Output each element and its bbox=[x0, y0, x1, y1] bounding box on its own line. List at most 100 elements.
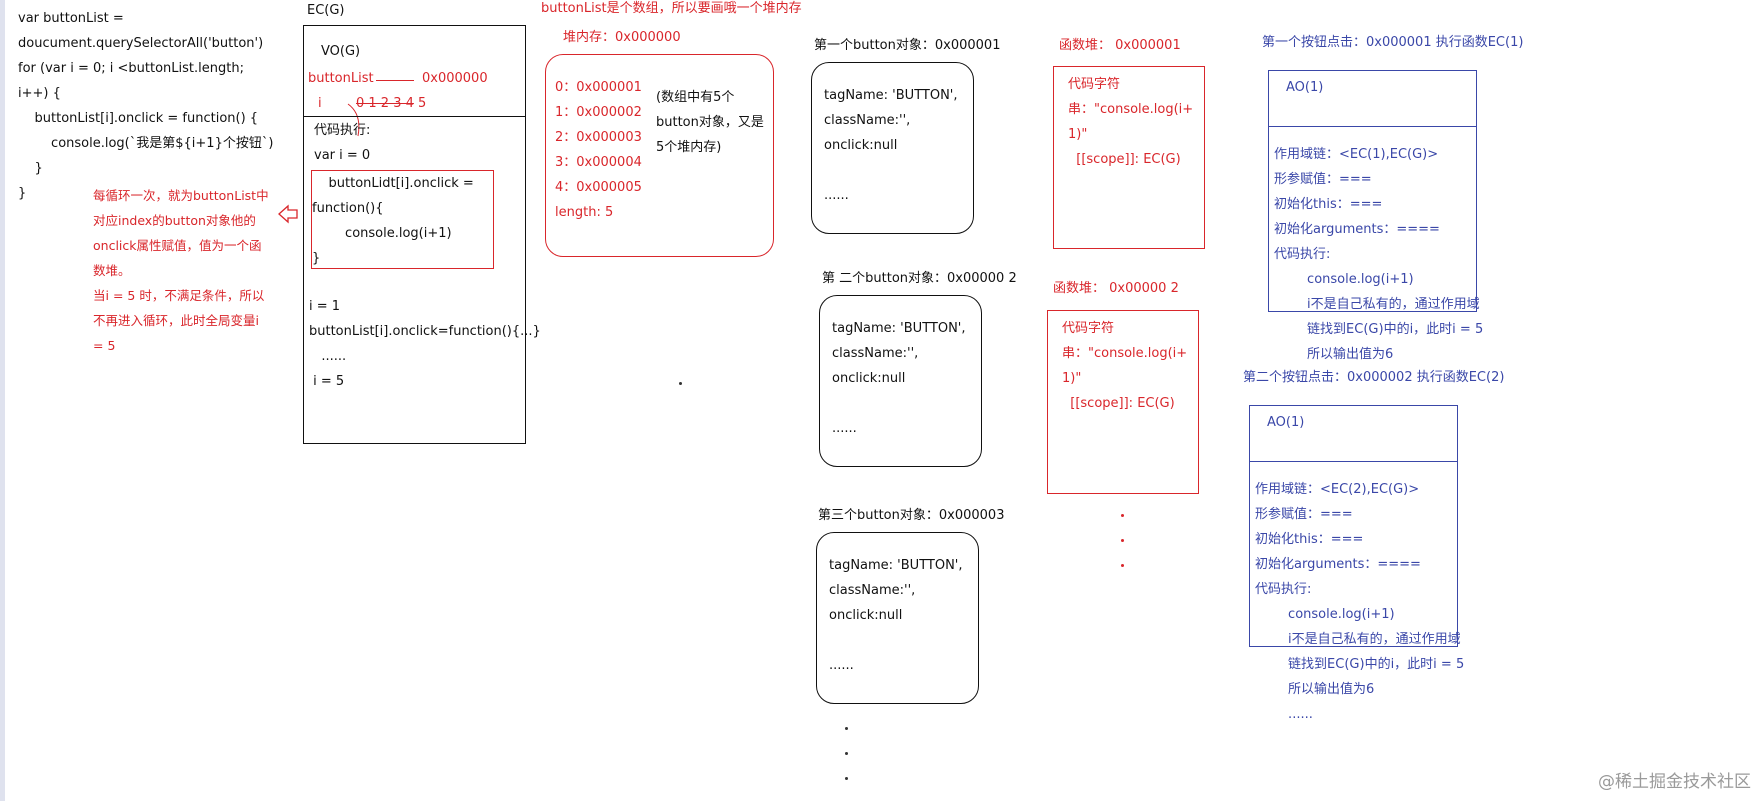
func-heap-box: 代码字符 串："console.log(i+ 1)" [[scope]]: EC… bbox=[1047, 310, 1199, 494]
func-heap-line: 串："console.log(i+ bbox=[1068, 102, 1194, 117]
heap-note-line: (数组中有5个 bbox=[656, 90, 735, 105]
ao-lines: 作用域链：<EC(2),EC(G)> 形参赋值：=== 初始化this：=== … bbox=[1255, 477, 1495, 727]
exec-label: 代码执行: bbox=[314, 123, 371, 138]
ao-box: AO(1) bbox=[1249, 405, 1458, 647]
button-obj-line: ...... bbox=[824, 188, 849, 203]
ao-line: 链找到EC(G)中的i，此时i = 5 bbox=[1255, 657, 1465, 672]
buttonlist-addr: 0x000000 bbox=[422, 71, 488, 86]
ao-line: 代码执行: bbox=[1255, 582, 1312, 597]
button-obj-line: onclick:null bbox=[824, 138, 898, 153]
code-block: var buttonList = doucument.querySelector… bbox=[18, 6, 274, 206]
func-heap-title: 函数堆： 0x000001 bbox=[1059, 38, 1181, 53]
ao-line: 初始化this：=== bbox=[1274, 197, 1383, 212]
button-obj-line: tagName: 'BUTTON', bbox=[832, 321, 966, 336]
code-line: doucument.querySelectorAll('button') bbox=[18, 36, 264, 51]
stray-dot bbox=[679, 382, 682, 385]
button-obj-title: 第 二个button对象：0x00000 2 bbox=[822, 271, 1017, 286]
ao-title: 第一个按钮点击：0x000001 执行函数EC(1) bbox=[1262, 35, 1524, 50]
heap-title: 堆内存：0x000000 bbox=[563, 30, 681, 45]
func-heap-line: [[scope]]: EC(G) bbox=[1068, 152, 1181, 167]
button-obj-line: className:'', bbox=[832, 346, 919, 361]
button-obj-line: className:'', bbox=[829, 583, 916, 598]
button-obj-line: onclick:null bbox=[829, 608, 903, 623]
ecg-title: EC(G) bbox=[307, 3, 345, 18]
pointer-line bbox=[376, 80, 414, 81]
onclick-line: function(){ bbox=[312, 201, 384, 216]
ao-line: i不是自己私有的，通过作用域 bbox=[1255, 632, 1461, 647]
button-obj-line: tagName: 'BUTTON', bbox=[824, 88, 958, 103]
code-line: buttonList[i].onclick = function() { bbox=[18, 111, 259, 126]
vo-label: VO(G) bbox=[321, 44, 361, 59]
note-line: 当i = 5 时，不满足条件，所以 bbox=[93, 288, 265, 303]
code-line: i++) { bbox=[18, 86, 61, 101]
heap-entry: 3：0x000004 bbox=[555, 155, 642, 170]
ao-line: 初始化arguments：==== bbox=[1274, 222, 1440, 237]
note-line: onclick属性赋值，值为一个函 bbox=[93, 238, 262, 253]
heap-entry: 4：0x000005 bbox=[555, 180, 642, 195]
button-obj-line bbox=[824, 158, 958, 183]
ecg-box: VO(G) buttonList 0x000000 i 0 1 2 3 4 5 … bbox=[303, 25, 541, 444]
code-line: console.log(`我是第${i+1}个按钮`) bbox=[18, 136, 274, 151]
func-heap-line: 1)" bbox=[1062, 371, 1082, 386]
continuation-dot bbox=[1121, 539, 1124, 542]
func-heap-box: 代码字符 串："console.log(i+ 1)" [[scope]]: EC… bbox=[1053, 66, 1205, 249]
button-obj-line: ...... bbox=[829, 658, 854, 673]
heap-entry: length: 5 bbox=[555, 205, 614, 220]
button-obj-title: 第三个button对象：0x000003 bbox=[818, 508, 1005, 523]
code-line: var buttonList = bbox=[18, 11, 124, 26]
onclick-line: buttonLidt[i].onclick = bbox=[312, 176, 474, 191]
func-heap-line: 代码字符 bbox=[1068, 77, 1121, 92]
arrow-left-icon bbox=[278, 204, 298, 224]
note-line: 对应index的button对象他的 bbox=[93, 213, 256, 228]
heap-caption: buttonList是个数组，所以要画哦一个堆内存 bbox=[541, 1, 802, 16]
func-heap-line: 串："console.log(i+ bbox=[1062, 346, 1188, 361]
ao-line: 形参赋值：=== bbox=[1274, 172, 1372, 187]
button-obj-line: tagName: 'BUTTON', bbox=[829, 558, 963, 573]
code-line: } bbox=[18, 186, 27, 201]
continuation-dot bbox=[845, 777, 848, 780]
exec-line: var i = 0 bbox=[314, 148, 371, 163]
func-heap-line: 1)" bbox=[1068, 127, 1088, 142]
ao-line: 所以输出值为6 bbox=[1274, 347, 1394, 362]
button-obj-line bbox=[829, 628, 963, 653]
button-obj-box: tagName: 'BUTTON', className:'', onclick… bbox=[811, 62, 974, 234]
i-final-value: 5 bbox=[418, 96, 427, 111]
heap-entry: 0：0x000001 bbox=[555, 80, 642, 95]
scribble-mark bbox=[347, 103, 360, 137]
ao-box: AO(1) bbox=[1268, 70, 1477, 312]
button-obj-line: onclick:null bbox=[832, 371, 906, 386]
heap-note-line: 5个堆内存) bbox=[656, 140, 722, 155]
ao-line: 代码执行: bbox=[1274, 247, 1331, 262]
watermark: @稀土掘金技术社区 bbox=[1598, 772, 1751, 792]
ao-divider bbox=[1269, 126, 1476, 127]
func-heap-line: 代码字符 bbox=[1062, 321, 1115, 336]
after-line: ...... bbox=[309, 349, 347, 364]
func-heap-title: 函数堆： 0x00000 2 bbox=[1053, 281, 1179, 296]
note-line: 不再进入循环，此时全局变量i bbox=[93, 313, 259, 328]
func-heap-line: [[scope]]: EC(G) bbox=[1062, 396, 1175, 411]
onclick-line: console.log(i+1) bbox=[312, 226, 452, 241]
after-lines: i = 1 buttonList[i].onclick=function(){.… bbox=[309, 294, 541, 394]
after-line: i = 1 bbox=[309, 299, 341, 314]
button-obj-line: className:'', bbox=[824, 113, 911, 128]
loop-note: 每循环一次，就为buttonList中 对应index的button对象他的 o… bbox=[93, 183, 283, 358]
continuation-dot bbox=[845, 727, 848, 730]
continuation-dot bbox=[1121, 564, 1124, 567]
ao-line: 所以输出值为6 bbox=[1255, 682, 1375, 697]
ao-line: 初始化this：=== bbox=[1255, 532, 1364, 547]
note-line: 数堆。 bbox=[93, 263, 131, 278]
heap-box: 0：0x000001 1：0x000002 2：0x000003 3：0x000… bbox=[545, 54, 774, 257]
ao-line: console.log(i+1) bbox=[1255, 607, 1395, 622]
note-line: = 5 bbox=[93, 338, 116, 353]
continuation-dot bbox=[845, 752, 848, 755]
button-obj-box: tagName: 'BUTTON', className:'', onclick… bbox=[816, 532, 979, 704]
onclick-box: buttonLidt[i].onclick = function(){ cons… bbox=[311, 170, 494, 269]
heap-side-note: (数组中有5个 button对象，又是 5个堆内存) bbox=[656, 85, 764, 160]
after-line: i = 5 bbox=[309, 374, 345, 389]
code-line: } bbox=[18, 161, 43, 176]
button-obj-title: 第一个button对象：0x000001 bbox=[814, 38, 1001, 53]
code-line: for (var i = 0; i <buttonList.length; bbox=[18, 61, 244, 76]
heap-entry: 2：0x000003 bbox=[555, 130, 642, 145]
heap-entries: 0：0x000001 1：0x000002 2：0x000003 3：0x000… bbox=[555, 75, 642, 225]
ecg-divider bbox=[304, 116, 525, 117]
